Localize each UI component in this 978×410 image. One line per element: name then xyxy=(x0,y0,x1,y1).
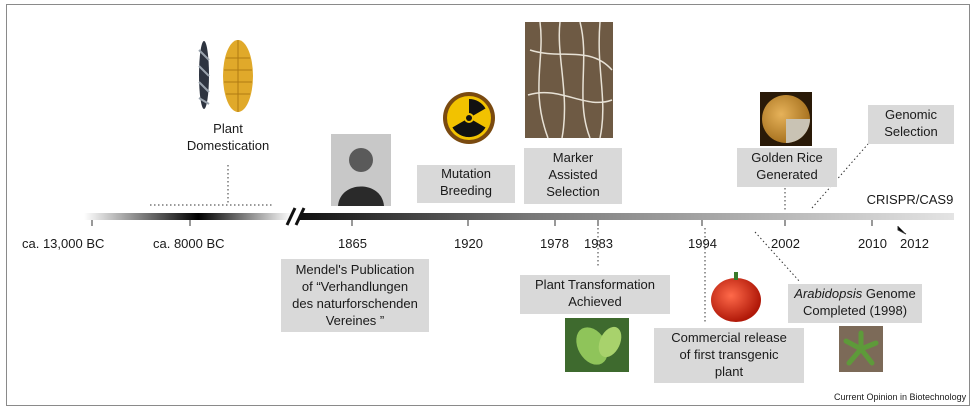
roots-photo xyxy=(525,21,613,139)
label-marker-assisted: Marker Assisted Selection xyxy=(524,148,622,204)
year-1994: 1994 xyxy=(688,236,717,251)
label-commercial-release: Commercial release of first transgenic p… xyxy=(654,328,804,383)
label-arabidopsis: Arabidopsis Genome Completed (1998) xyxy=(788,284,922,323)
radiation-icon xyxy=(443,92,495,144)
label-mutation-breeding: Mutation Breeding xyxy=(417,165,515,203)
year-1978: 1978 xyxy=(540,236,569,251)
label-genomic-selection: Genomic Selection xyxy=(868,105,954,144)
year-13000bc: ca. 13,000 BC xyxy=(22,236,105,251)
label-plant-transformation: Plant Transformation Achieved xyxy=(520,275,670,314)
label-crispr: CRISPR/CAS9 xyxy=(866,192,954,207)
label-plant-domestication: Plant Domestication xyxy=(186,121,270,153)
year-1920: 1920 xyxy=(454,236,483,251)
label-mendel: Mendel's Publication of “Verhandlungen d… xyxy=(281,259,429,332)
year-2002: 2002 xyxy=(771,236,800,251)
timeline-bar-ancient xyxy=(84,213,292,220)
maize-icon xyxy=(198,40,253,112)
label-golden-rice: Golden Rice Generated xyxy=(737,148,837,187)
year-2010: 2010 xyxy=(858,236,887,251)
golden-rice-icon xyxy=(760,92,812,146)
year-1865: 1865 xyxy=(338,236,367,251)
arabidopsis-photo xyxy=(839,326,883,372)
seedling-photo xyxy=(565,318,629,372)
leader-lines xyxy=(150,143,869,322)
year-8000bc: ca. 8000 BC xyxy=(153,236,225,251)
year-1983: 1983 xyxy=(584,236,613,251)
year-2012: 2012 xyxy=(900,236,929,251)
journal-caption: Current Opinion in Biotechnology xyxy=(834,392,967,402)
axis-break-mark xyxy=(285,207,306,226)
tick-marks xyxy=(91,220,907,235)
pepper-icon xyxy=(711,272,761,322)
timeline-bar-modern xyxy=(300,213,954,220)
mendel-portrait xyxy=(331,134,391,206)
arabidopsis-italic: Arabidopsis xyxy=(794,286,863,301)
